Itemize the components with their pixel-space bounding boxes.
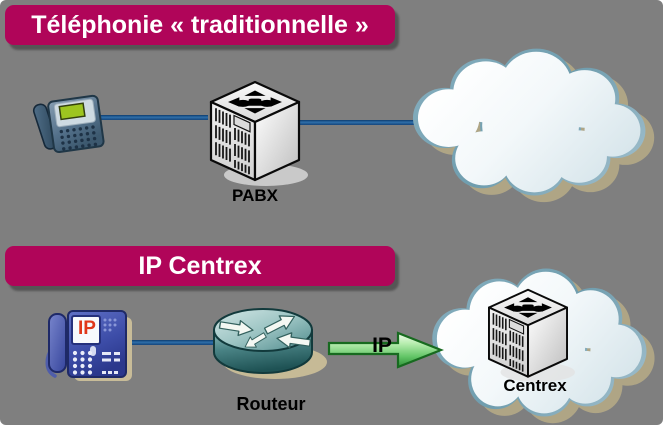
- ip-phone-screen-label: IP: [78, 318, 96, 339]
- pabx-switch-cube-icon: [209, 80, 310, 188]
- arrow-ip-label: IP: [372, 334, 392, 357]
- line-pabx-to-cloud: [296, 120, 419, 125]
- ip-desk-phone-icon: [45, 310, 132, 381]
- router-cylinder-icon: [213, 308, 327, 379]
- line-phone-to-pabx: [96, 115, 208, 120]
- banner-traditional-telephony: Téléphonie « traditionnelle »: [5, 5, 395, 45]
- pabx-label: PABX: [232, 186, 278, 205]
- banner-ip-centrex: IP Centrex: [5, 246, 395, 286]
- centrex-label: Centrex: [503, 376, 567, 395]
- centrex-switch-cube-icon: [488, 288, 576, 383]
- analog-desk-phone-icon: [32, 94, 105, 154]
- green-right-arrow-icon: [327, 331, 444, 369]
- line-ipphone-to-router: [118, 340, 214, 345]
- router-label: Routeur: [236, 394, 306, 414]
- network-cloud-icon: [412, 48, 655, 203]
